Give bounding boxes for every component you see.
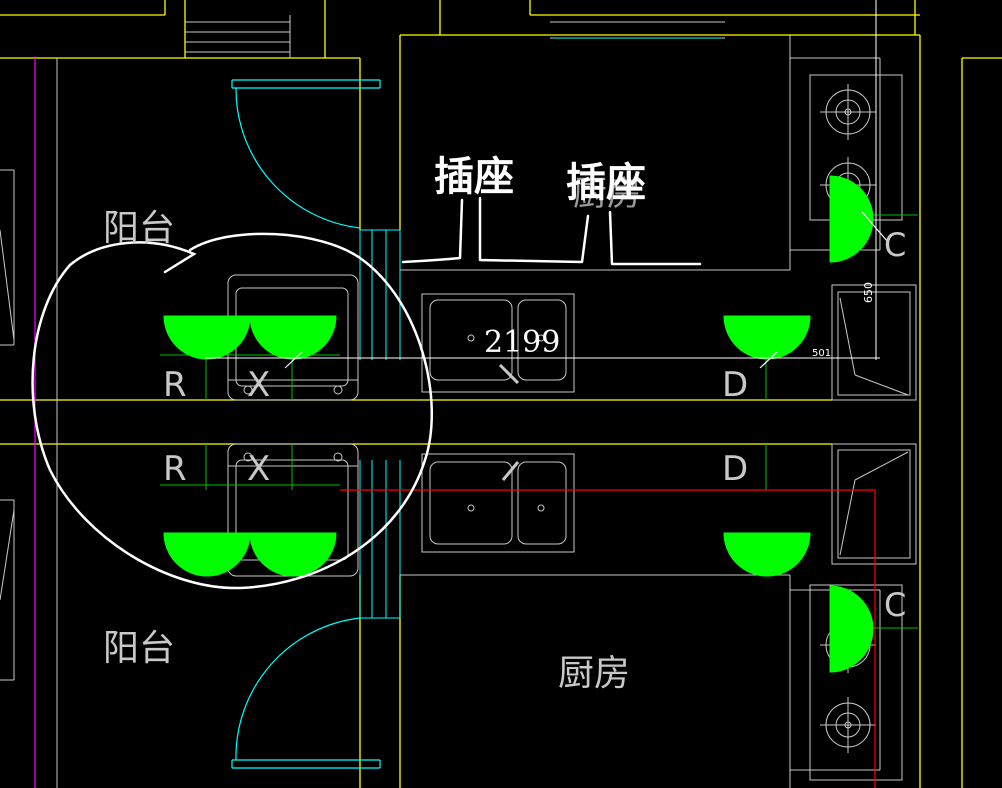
door-bottom [231, 617, 381, 769]
room-label-balcony-top: 阳台 [103, 208, 175, 249]
fixture-label-x-top: X [247, 365, 270, 405]
fixture-label-r-top: R [163, 365, 187, 405]
cabinet-bottom [831, 443, 917, 565]
room-label-kitchen-bottom: 厨房 [558, 653, 630, 694]
fixture-symbols [163, 175, 874, 673]
sink-bottom [421, 453, 575, 553]
fixture-c-bottom [829, 585, 874, 673]
stair-lines [185, 15, 725, 58]
door-top [231, 79, 381, 229]
fixture-d-top [723, 315, 811, 360]
fixture-label-c-bottom: C [884, 586, 906, 624]
room-label-balcony-bottom: 阳台 [103, 628, 175, 669]
handwritten-outlet-left: 插座 [434, 153, 514, 200]
dimension-horizontal: 501 [812, 348, 831, 359]
fixture-c-top [829, 175, 874, 263]
cabinet-top [831, 284, 917, 401]
room-label-kitchen-top: 厨房 [573, 174, 641, 214]
fixture-label-d-top: D [722, 365, 748, 405]
counters [400, 35, 881, 788]
handwritten-circle [31, 232, 433, 590]
fixture-x-top [249, 315, 337, 360]
fixture-r-top [163, 315, 251, 360]
fixture-x-bottom [249, 532, 337, 577]
fixture-label-c-top: C [884, 226, 906, 264]
fixture-label-x-bottom: X [247, 449, 270, 489]
dimension-lines [205, 0, 880, 360]
fixture-ticks [284, 211, 889, 369]
sink-top [421, 293, 575, 393]
handwritten-outlet-lines [401, 196, 702, 266]
left-edge-lines [0, 58, 58, 788]
fixture-d-bottom [723, 532, 811, 577]
handwritten-outlet-right: 插座 [566, 159, 646, 206]
sink-mark-text: 2199 [484, 325, 560, 360]
red-pipe [340, 489, 876, 788]
fixture-r-bottom [163, 532, 251, 577]
fixture-label-r-bottom: R [163, 449, 187, 489]
window-strips [359, 229, 401, 619]
dimension-vertical: 650 [862, 282, 875, 303]
fixture-label-d-bottom: D [722, 449, 748, 489]
